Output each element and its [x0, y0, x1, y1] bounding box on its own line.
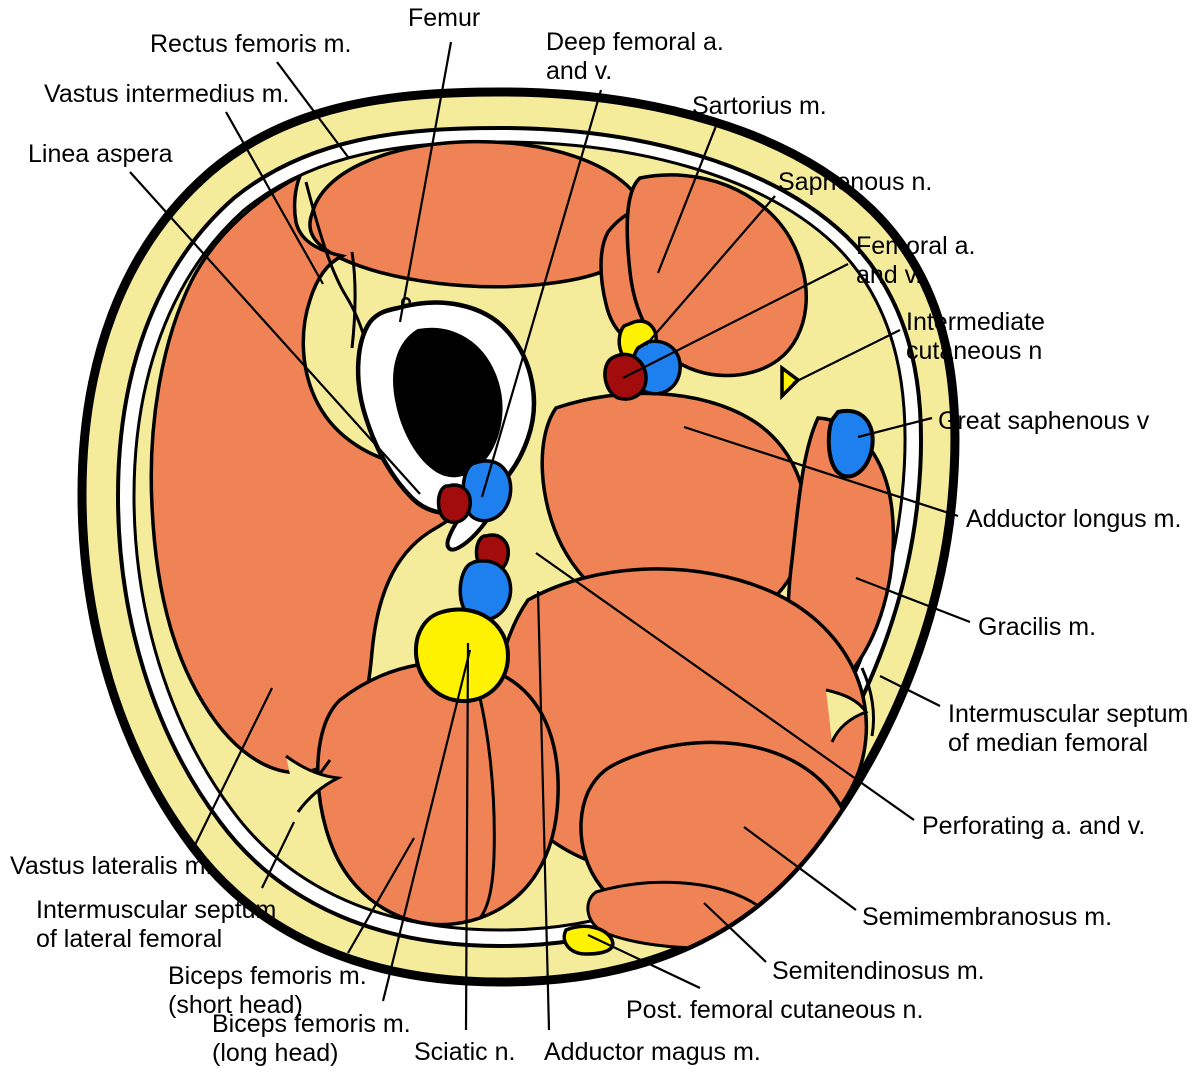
- perforating-bundle: [458, 533, 513, 622]
- label-intermediate-cutaneous: Intermediate cutaneous n: [906, 308, 1045, 365]
- vein-great-saphenous: [826, 408, 875, 479]
- leader-line-biceps-femoris-short: [347, 837, 415, 954]
- label-perforating-av: Perforating a. and v.: [922, 812, 1146, 840]
- leader-line-vastus-intermedius: [225, 111, 324, 285]
- leader-line-gracilis: [855, 576, 971, 624]
- label-gracilis: Gracilis m.: [978, 613, 1097, 641]
- label-intermuscular-lateral: Intermuscular septum of lateral femoral: [36, 896, 277, 953]
- label-saphenous-n: Saphenous n.: [778, 168, 933, 196]
- leader-line-perforating-av: [535, 552, 915, 821]
- label-great-saphenous-v: Great saphenous v: [938, 407, 1150, 435]
- leader-line-adductor-longus: [683, 425, 959, 518]
- label-adductor-longus: Adductor longus m.: [966, 505, 1182, 533]
- nerve-intermediate-cutaneous: [780, 364, 801, 401]
- label-sartorius: Sartorius m.: [692, 92, 827, 120]
- leader-line-semitendinosus: [703, 902, 767, 963]
- leader-line-great-saphenous-v: [857, 416, 933, 439]
- muscle-vastus-group: [149, 172, 472, 775]
- deep-femoral-bundle: [436, 459, 513, 525]
- label-rectus-femoris: Rectus femoris m.: [150, 30, 352, 58]
- leader-line-intermediate-cutaneous: [792, 329, 901, 384]
- leader-line-semimembranosus: [743, 826, 857, 911]
- septum-median-femoral: [860, 667, 876, 737]
- septum-median-notch: [825, 688, 869, 743]
- leader-line-adductor-magus: [536, 590, 551, 1031]
- label-adductor-magus: Adductor magus m.: [544, 1038, 761, 1066]
- leader-line-femur: [398, 41, 453, 323]
- label-biceps-femoris-long: Biceps femoris m. (long head): [212, 1010, 411, 1067]
- leader-line-femoral-av: [622, 263, 849, 379]
- leader-line-intermuscular-lateral: [261, 821, 295, 889]
- label-linea-aspera: Linea aspera: [28, 140, 173, 168]
- label-vastus-intermedius: Vastus intermedius m.: [44, 80, 290, 108]
- leader-line-rectus-femoris: [276, 61, 349, 158]
- label-semitendinosus: Semitendinosus m.: [772, 957, 985, 985]
- nerve-sciatic: [413, 607, 511, 704]
- label-deep-femoral-av: Deep femoral a. and v.: [546, 28, 724, 85]
- biceps-head-division: [470, 667, 496, 919]
- nerve-post-femoral-cutaneous: [562, 924, 615, 956]
- leader-line-post-femoral-cutaneous: [587, 934, 701, 989]
- vein-deep-femoral: [461, 459, 513, 523]
- septum-stub-upper: [350, 251, 357, 349]
- label-intermuscular-median: Intermuscular septum of median femoral: [948, 700, 1189, 757]
- label-semimembranosus: Semimembranosus m.: [862, 903, 1113, 931]
- label-femoral-av: Femoral a. and v.: [856, 232, 976, 289]
- label-vastus-lateralis: Vastus lateralis m.: [10, 852, 213, 880]
- septum-lateral-notch: [285, 754, 344, 813]
- leader-line-linea-aspera: [129, 171, 421, 495]
- leader-line-deep-femoral-av: [480, 89, 603, 498]
- leader-line-sciatic-n: [464, 642, 470, 1031]
- label-post-femoral-cutaneous: Post. femoral cutaneous n.: [626, 996, 924, 1024]
- leader-line-biceps-femoris-long: [381, 649, 472, 1002]
- label-femur: Femur: [408, 4, 481, 32]
- leader-line-saphenous-n: [645, 195, 776, 346]
- label-biceps-femoris-short: Biceps femoris m. (short head): [168, 962, 367, 1019]
- leader-line-vastus-lateralis: [194, 687, 273, 846]
- leader-lines: [129, 41, 971, 1031]
- label-sciatic-n: Sciatic n.: [414, 1038, 516, 1066]
- leader-line-sartorius: [656, 125, 718, 274]
- muscle-biceps-femoris: [316, 660, 560, 927]
- artery-deep-femoral: [436, 483, 472, 525]
- leader-line-intermuscular-median: [879, 675, 941, 707]
